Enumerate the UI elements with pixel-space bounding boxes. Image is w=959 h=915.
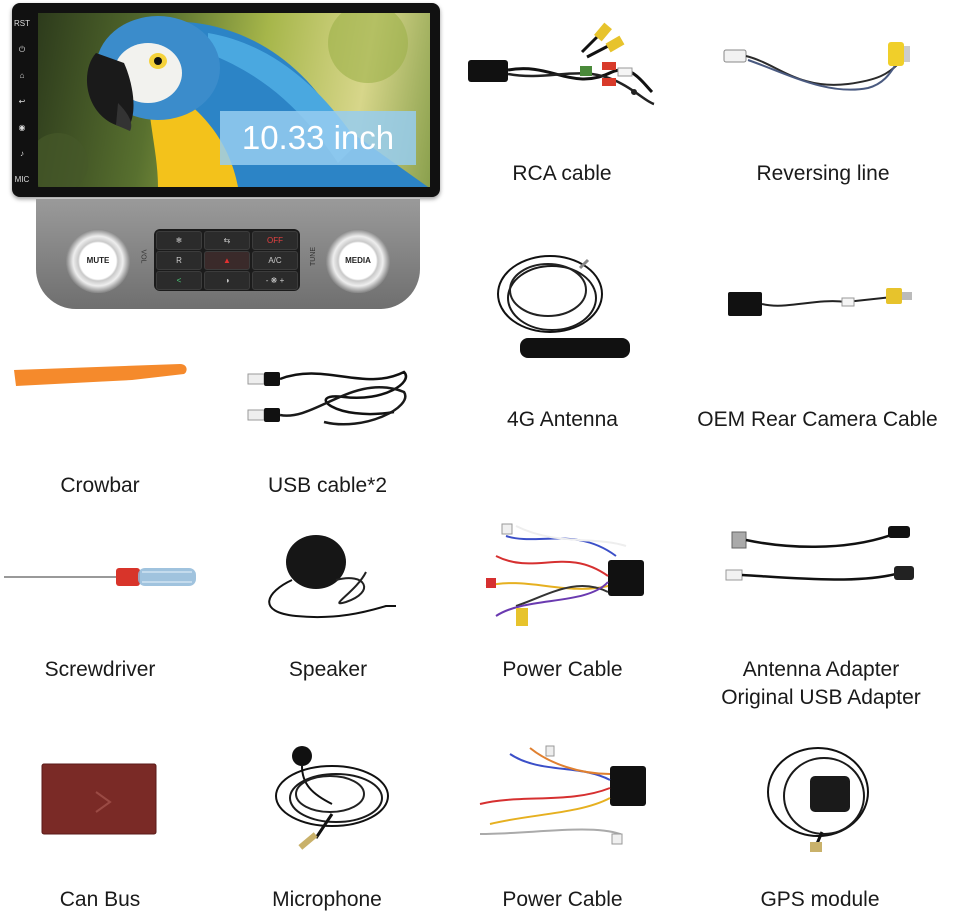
microphone-label: Microphone <box>272 888 382 911</box>
mic-label: MIC <box>14 175 30 184</box>
reset-button: RST <box>14 19 30 28</box>
4g-antenna-label: 4G Antenna <box>507 408 618 431</box>
rear-defrost-button: R <box>156 251 202 270</box>
lock-button: ◑ <box>204 271 250 290</box>
music-icon: ♪ <box>20 149 24 158</box>
gps-module-image <box>762 742 882 854</box>
side-button-strip: RST ⏻ ⌂ ↩ ◉ ♪ MIC <box>12 11 32 191</box>
oem-rear-camera-cable-image <box>726 284 921 324</box>
mute-knob: MUTE <box>66 229 130 293</box>
power-cable-1-image <box>476 516 656 636</box>
reversing-line-label: Reversing line <box>756 162 890 185</box>
back-icon: ↩ <box>18 97 26 106</box>
fan-speed-button: - ❋ + <box>252 271 298 290</box>
head-unit-photo: RST ⏻ ⌂ ↩ ◉ ♪ MIC <box>12 3 442 313</box>
original-usb-adapter-label: Original USB Adapter <box>721 686 921 709</box>
power-cable-1-label: Power Cable <box>502 658 623 681</box>
screwdriver-label: Screwdriver <box>44 658 156 681</box>
gps-module-label: GPS module <box>760 888 880 911</box>
ac-button: A/C <box>252 251 298 270</box>
can-bus-image <box>40 762 158 836</box>
screen-size-badge: 10.33 inch <box>220 111 416 165</box>
can-bus-label: Can Bus <box>59 888 141 911</box>
home-icon: ⌂ <box>19 71 25 80</box>
screen-bezel: RST ⏻ ⌂ ↩ ◉ ♪ MIC <box>12 3 440 197</box>
hazard-button: ▲ <box>204 251 250 270</box>
power-cable-2-image <box>470 744 660 850</box>
parrot-wallpaper: 10.33 inch <box>38 13 430 187</box>
speaker-label: Speaker <box>288 658 368 681</box>
power-icon: ⏻ <box>18 45 26 54</box>
climate-button-panel: ❄ ⇆ OFF R ▲ A/C < ◑ - ❋ + <box>154 229 300 291</box>
climate-console: MUTE MEDIA VOL TUNE ❄ ⇆ OFF R ▲ A/C < ◑ … <box>36 199 420 309</box>
screwdriver-image <box>2 562 200 590</box>
speaker-image <box>256 532 400 622</box>
tune-caption: TUNE <box>310 246 318 267</box>
recirculation-button: ⇆ <box>204 231 250 250</box>
temp-left-button: < <box>156 271 202 290</box>
defrost-button: ❄ <box>156 231 202 250</box>
off-button: OFF <box>252 231 298 250</box>
oem-rear-camera-cable-label: OEM Rear Camera Cable <box>697 408 938 431</box>
microphone-image <box>272 744 396 856</box>
usb-cable-label: USB cable*2 <box>267 474 388 497</box>
rca-cable-label: RCA cable <box>512 162 612 185</box>
antenna-adapter-image <box>724 522 920 588</box>
crowbar-label: Crowbar <box>60 474 140 497</box>
rca-cable-image <box>462 22 662 114</box>
media-knob: MEDIA <box>326 229 390 293</box>
4g-antenna-image <box>490 244 640 366</box>
antenna-adapter-label: Antenna Adapter <box>742 658 900 681</box>
vol-caption: VOL <box>139 249 147 264</box>
crowbar-image <box>12 360 190 392</box>
camera-icon: ◉ <box>18 123 26 132</box>
power-cable-2-label: Power Cable <box>502 888 623 911</box>
usb-cable-image <box>244 352 412 438</box>
reversing-line-image <box>718 34 928 100</box>
